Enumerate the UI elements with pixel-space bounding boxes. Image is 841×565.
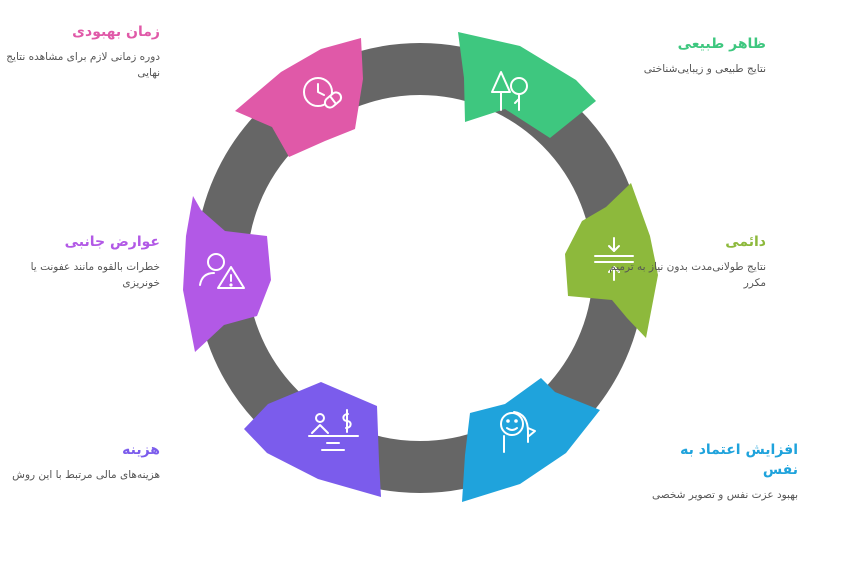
segment-confidence — [462, 378, 600, 502]
label-confidence-desc: بهبود عزت نفس و تصویر شخصی — [652, 489, 798, 501]
label-side-effects-desc: خطرات بالقوه مانند عفونت یا خونریزی — [30, 261, 160, 289]
clock-pill-icon — [303, 77, 343, 109]
label-confidence: افزایش اعتماد به نفس بهبود عزت نفس و تصو… — [648, 440, 798, 503]
label-cost-title: هزینه — [122, 442, 160, 458]
segment-permanent — [565, 183, 658, 338]
head-smile-icon — [500, 411, 536, 453]
label-recovery: زمان بهبودی دوره زمانی لازم برای مشاهده … — [0, 22, 160, 81]
scale-dollar-icon — [308, 409, 359, 451]
trees-icon — [491, 71, 528, 111]
segment-recovery-shape — [235, 38, 363, 157]
label-permanent: دائمی نتایج طولانی‌مدت بدون نیاز به ترمی… — [606, 232, 766, 291]
segment-recovery — [235, 38, 363, 157]
user-warning-icon — [199, 253, 245, 289]
label-side-effects-title: عوارض جانبی — [64, 234, 160, 250]
label-side-effects: عوارض جانبی خطرات بالقوه مانند عفونت یا … — [0, 232, 160, 291]
label-natural-title: ظاهر طبیعی — [677, 36, 766, 52]
label-natural-desc: نتایج طبیعی و زیبایی‌شناختی — [643, 63, 766, 75]
compress-icon — [594, 237, 634, 281]
segment-confidence-shape — [462, 378, 600, 502]
label-recovery-title: زمان بهبودی — [72, 24, 160, 40]
label-permanent-desc: نتایج طولانی‌مدت بدون نیاز به ترمیم مکرر — [609, 261, 766, 289]
label-recovery-desc: دوره زمانی لازم برای مشاهده نتایج نهایی — [6, 51, 160, 79]
label-natural: ظاهر طبیعی نتایج طبیعی و زیبایی‌شناختی — [606, 34, 766, 77]
label-cost-desc: هزینه‌های مالی مرتبط با این روش — [12, 469, 160, 481]
segment-permanent-shape — [565, 183, 658, 338]
label-cost: هزینه هزینه‌های مالی مرتبط با این روش — [0, 440, 160, 483]
label-permanent-title: دائمی — [725, 234, 766, 250]
label-confidence-title: افزایش اعتماد به نفس — [680, 442, 798, 478]
